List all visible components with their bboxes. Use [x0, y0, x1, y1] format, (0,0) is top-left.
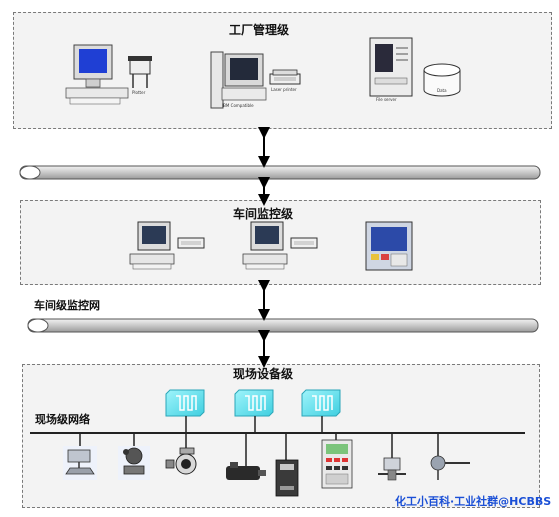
laser-printer-icon: Laser printer: [269, 69, 301, 92]
laser-printer-caption: Laser printer: [271, 87, 297, 92]
workstation-1-icon: [129, 221, 175, 270]
field-network-label: 现场级网络: [35, 413, 90, 426]
io-terminal-icon: [321, 439, 353, 489]
file-server-icon: File server: [369, 37, 413, 102]
ibm-compatible-caption: IBM Compatible: [222, 103, 254, 108]
workshop-network-label: 车间级监控网: [34, 299, 100, 312]
actuator-valve-icon: [118, 446, 150, 480]
workshop-level-title: 车间监控级: [233, 207, 294, 221]
field-level-box: [22, 364, 540, 508]
database-caption: Data: [437, 88, 447, 93]
plotter-caption: Plotter: [132, 90, 146, 95]
database-icon: Data: [423, 63, 461, 97]
io-module-3-icon: [301, 389, 341, 433]
plotter-icon: Plotter: [128, 56, 152, 95]
desktop-computer-icon: [65, 44, 129, 105]
workshop-network-bus: [27, 318, 539, 333]
plant-network-bus: [19, 165, 541, 180]
servo-drive-icon: [275, 459, 299, 497]
field-level-title: 现场设备级: [233, 367, 294, 381]
pressure-transmitter-icon: [378, 457, 406, 481]
workstation-2-icon: [242, 221, 288, 270]
workshop-printer-1-icon: [177, 237, 205, 249]
io-module-1-icon: [165, 389, 205, 433]
temperature-sensor-icon: [430, 455, 470, 480]
field-drop-lines: [79, 433, 439, 466]
watermark-text: 化工小百科·工业社群@HCBBS: [395, 495, 552, 508]
io-module-2-icon: [234, 389, 274, 433]
factory-level-title: 工厂管理级: [229, 23, 290, 37]
servo-motor-icon: [226, 462, 266, 480]
ibm-compatible-pc-icon: IBM Compatible: [210, 51, 267, 109]
file-server-caption: File server: [376, 97, 397, 102]
hmi-panel-icon: [365, 221, 413, 271]
flowmeter-icon: [165, 447, 197, 475]
workshop-printer-2-icon: [290, 237, 318, 249]
control-valve-icon: [63, 446, 97, 480]
